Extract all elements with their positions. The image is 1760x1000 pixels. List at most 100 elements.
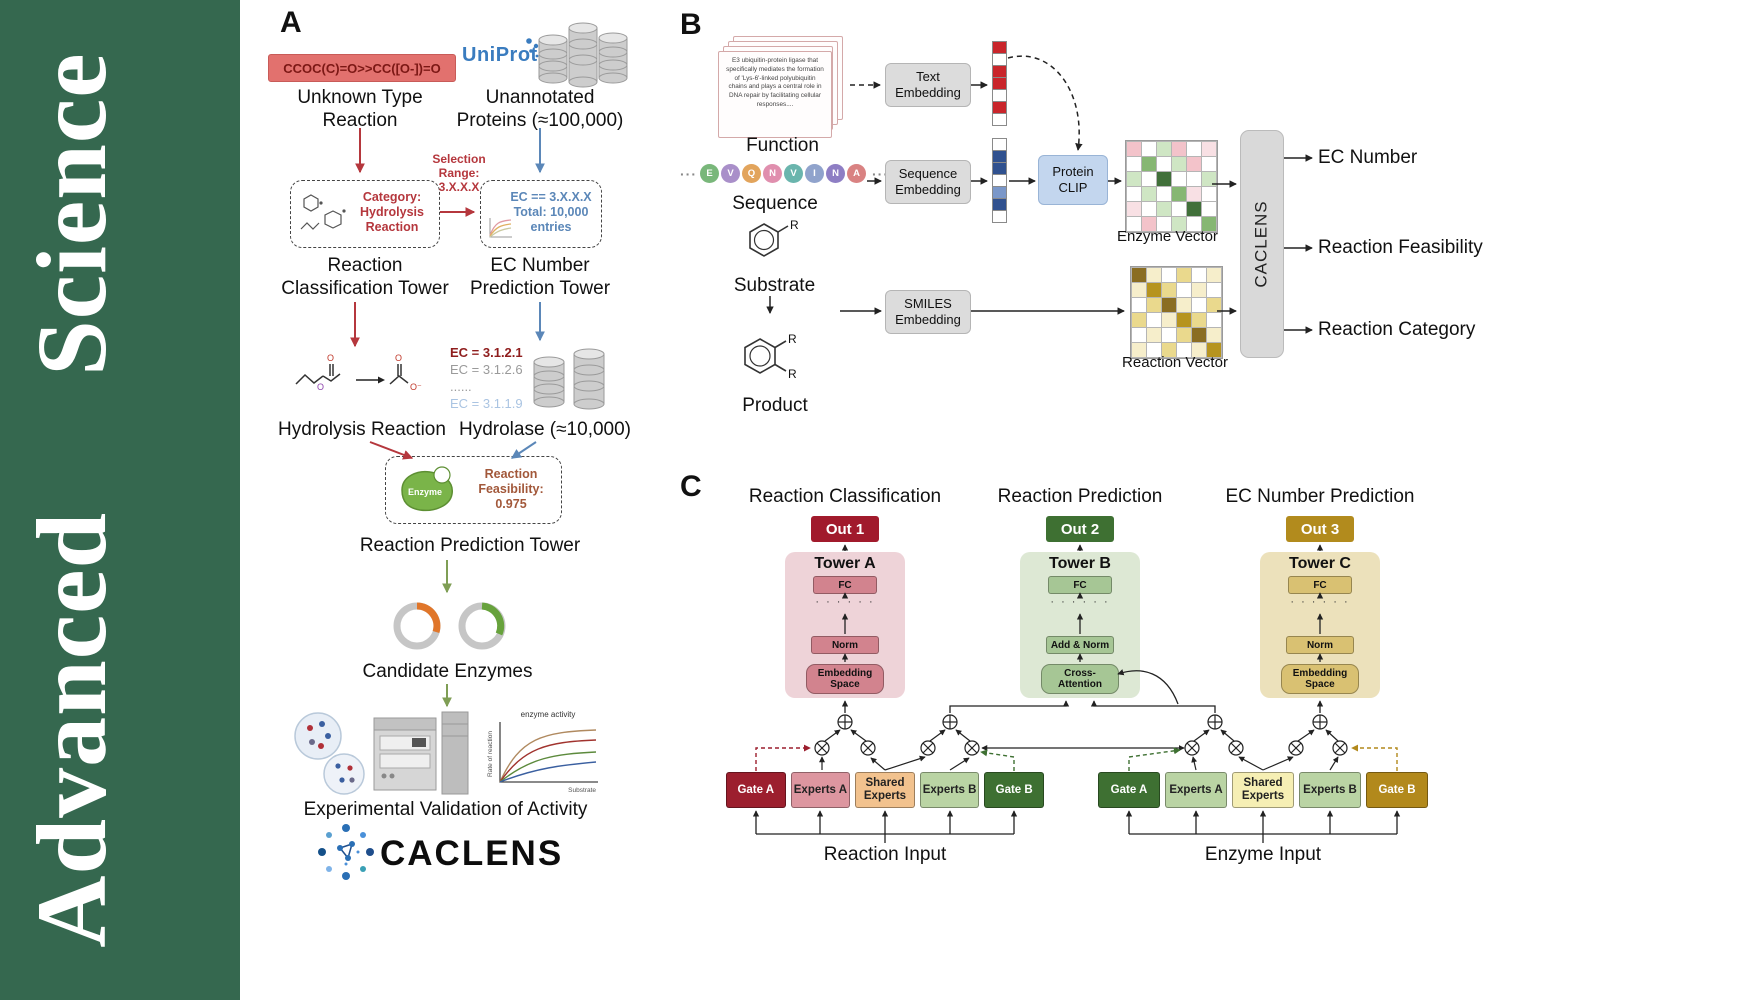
grid-cell <box>1132 268 1146 282</box>
residue-circle: E <box>700 164 719 183</box>
feasibility-note: Reaction Feasibility: 0.975 <box>478 467 544 511</box>
sequence-embedding-box: Sequence Embedding <box>885 160 971 204</box>
function-label: Function <box>746 135 819 156</box>
grid-cell <box>1207 283 1221 297</box>
caclens-logo-icon <box>318 824 374 880</box>
enzyme-expert-group: Gate A Experts A Shared Experts Experts … <box>1098 772 1428 808</box>
expert-box: Shared Experts <box>1232 772 1294 808</box>
grid-cell <box>1157 157 1171 171</box>
grid-cell <box>1207 298 1221 312</box>
ec-selection-note: EC == 3.X.X.X Total: 10,000 entries <box>510 190 592 234</box>
text-embedding-box: Text Embedding <box>885 63 971 107</box>
grid-cell <box>1162 268 1176 282</box>
ec-result-list: EC = 3.1.2.1 EC = 3.1.2.6 ...... EC = 3.… <box>450 344 542 412</box>
grid-cell <box>1132 313 1146 327</box>
reaction-classification-box: Category: Hydrolysis Reaction <box>290 180 440 248</box>
caclens-wordmark: CACLENS <box>380 834 564 873</box>
curves-icon <box>489 218 512 238</box>
grid-cell <box>1207 313 1221 327</box>
grid-cell <box>1127 187 1141 201</box>
grid-cell <box>1187 157 1201 171</box>
norm-box: Add & Norm <box>1046 636 1114 654</box>
grid-cell <box>1142 217 1156 231</box>
grid-cell <box>1127 202 1141 216</box>
grid-cell <box>1177 283 1191 297</box>
svg-text:enzyme activity: enzyme activity <box>521 710 576 719</box>
col-title-ec-number-prediction: EC Number Prediction <box>1225 486 1415 507</box>
residue-circle: V <box>784 164 803 183</box>
bead-samples-icon <box>294 712 365 795</box>
grid-cell <box>1192 313 1206 327</box>
norm-box: Norm <box>1286 636 1354 654</box>
candidate-enzymes-label: Candidate Enzymes <box>362 661 533 682</box>
enzyme-input-label: Enzyme Input <box>1204 844 1322 865</box>
sequence-residues: E V Q N V I N A <box>700 164 866 183</box>
caclens-model-label: CACLENS <box>1252 200 1271 288</box>
residue-circle: N <box>826 164 845 183</box>
tower-dots: · · · · · · <box>1050 596 1110 608</box>
grid-cell <box>1172 157 1186 171</box>
residue-circle: A <box>847 164 866 183</box>
grid-cell <box>1162 328 1176 342</box>
grid-cell <box>1192 268 1206 282</box>
grid-cell <box>1177 298 1191 312</box>
vector-cell <box>992 113 1007 126</box>
smiles-embedding-box: SMILES Embedding <box>885 290 971 334</box>
out-box: Out 2 <box>1046 516 1114 542</box>
grid-cell <box>1132 343 1146 357</box>
grid-cell <box>1157 217 1171 231</box>
unannotated-proteins-label: Unannotated Proteins (≈100,000) <box>456 87 624 132</box>
tower-panel: Tower B FC · · · · · · Add & Norm Cross-… <box>1020 552 1140 698</box>
text-vector <box>992 41 1007 126</box>
reaction-expert-group: Gate A Experts A Shared Experts Experts … <box>726 772 1044 808</box>
embedding-box: Embedding Space <box>806 664 884 694</box>
enzyme-vector-grid <box>1125 140 1218 233</box>
embedding-box: Embedding Space <box>1281 664 1359 694</box>
expert-box: Experts B <box>1299 772 1361 808</box>
product-label: Product <box>742 395 808 416</box>
grid-cell <box>1162 298 1176 312</box>
grid-cell <box>1162 283 1176 297</box>
reaction-vector-label: Reaction Vector <box>1122 354 1228 371</box>
journal-title: Advanced Science <box>16 52 127 948</box>
panel-b-label: B <box>680 8 702 41</box>
grid-cell <box>1147 283 1161 297</box>
svg-text:O: O <box>327 353 334 363</box>
selection-range-note: Selection Range: 3.X.X.X <box>432 152 486 195</box>
grid-cell <box>1147 268 1161 282</box>
grid-cell <box>1157 187 1171 201</box>
grid-cell <box>1207 268 1221 282</box>
grid-cell <box>1202 142 1216 156</box>
grid-cell <box>1162 343 1176 357</box>
grid-cell <box>1177 268 1191 282</box>
grid-cell <box>1157 202 1171 216</box>
grid-cell <box>1127 157 1141 171</box>
expert-box: Experts A <box>790 772 851 808</box>
expert-box: Experts B <box>919 772 980 808</box>
svg-text:O⁻: O⁻ <box>410 382 422 392</box>
tower-dots: · · · · · · <box>1290 596 1350 608</box>
uniprot-dots-icon <box>526 38 539 58</box>
category-note: Category: Hydrolysis Reaction <box>360 190 424 234</box>
grid-cell <box>1172 187 1186 201</box>
grid-cell <box>1157 142 1171 156</box>
enzyme-icon: Enzyme <box>401 466 453 512</box>
fc-box: FC <box>1288 576 1352 594</box>
fc-box: FC <box>1048 576 1112 594</box>
col-title-reaction-classification: Reaction Classification <box>748 486 942 507</box>
out-box: Out 3 <box>1286 516 1354 542</box>
panel-a-label: A <box>280 6 302 39</box>
expert-box: Gate A <box>726 772 786 808</box>
svg-text:O: O <box>317 382 324 392</box>
substrate-label: Substrate <box>733 275 816 296</box>
residue-circle: I <box>805 164 824 183</box>
ec-result-item: EC = 3.1.2.1 <box>450 345 523 360</box>
ec-prediction-box: EC == 3.X.X.X Total: 10,000 entries <box>480 180 602 248</box>
output-ec-number: EC Number <box>1318 147 1418 168</box>
svg-text:R: R <box>788 367 797 381</box>
grid-cell <box>1192 328 1206 342</box>
grid-cell <box>1127 172 1141 186</box>
col-title-reaction-prediction: Reaction Prediction <box>997 486 1163 507</box>
unknown-reaction-label: Unknown Type Reaction <box>297 87 423 132</box>
